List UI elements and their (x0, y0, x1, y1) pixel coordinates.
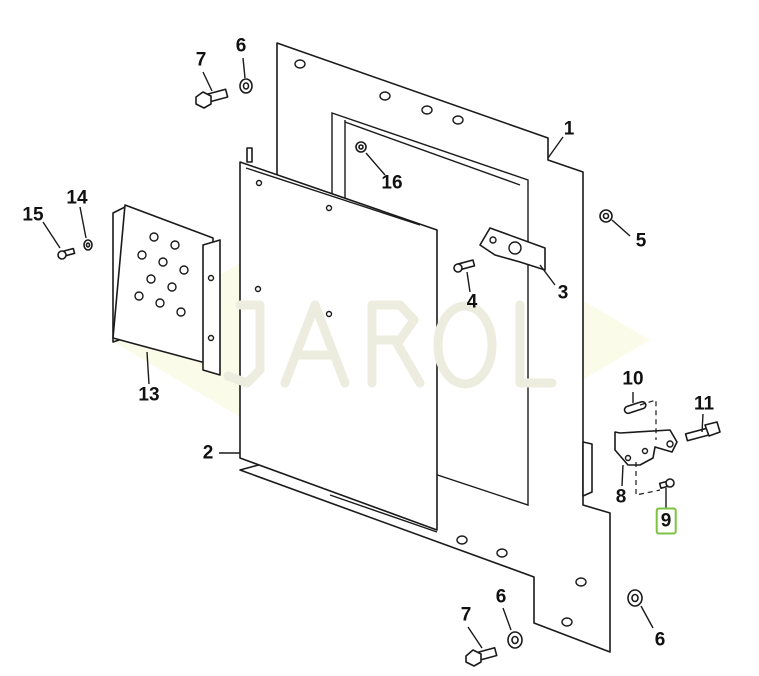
washer-part-6-top[interactable] (239, 78, 253, 94)
hinge-bracket-part-8[interactable] (614, 429, 678, 466)
side-clip (582, 441, 593, 497)
nut-part-5[interactable] (599, 209, 613, 223)
callout-6[interactable]: 6 (235, 35, 247, 57)
washer-part-6-bottom[interactable] (507, 631, 523, 649)
perforated-cover-part-13[interactable] (112, 204, 221, 376)
callout-3[interactable]: 3 (557, 282, 569, 304)
callout-6-bottom[interactable]: 6 (495, 586, 507, 608)
screw-part-15[interactable] (57, 247, 76, 260)
back-plate-holes (294, 59, 587, 627)
callout-11[interactable]: 11 (693, 393, 715, 415)
callout-1[interactable]: 1 (563, 118, 575, 140)
callout-6-right[interactable]: 6 (654, 629, 666, 651)
hex-bolt-part-7-bottom[interactable] (465, 647, 498, 667)
bracket-part-3[interactable] (479, 227, 546, 271)
callout-4[interactable]: 4 (466, 291, 478, 313)
callout-15[interactable]: 15 (22, 204, 44, 226)
washer-part-6-right[interactable] (627, 589, 643, 607)
callout-13[interactable]: 13 (138, 384, 160, 406)
washer-part-14[interactable] (83, 239, 93, 251)
screw-part-4[interactable] (453, 259, 476, 273)
watermark-logo (223, 300, 557, 389)
callout-7-bottom[interactable]: 7 (460, 604, 472, 626)
callout-5[interactable]: 5 (635, 230, 647, 252)
callout-8[interactable]: 8 (615, 486, 627, 508)
nut-part-16[interactable] (355, 141, 367, 153)
callout-7[interactable]: 7 (195, 49, 207, 71)
front-plate-part-2[interactable] (239, 147, 438, 533)
hex-bolt-part-7-top[interactable] (195, 88, 229, 109)
callout-10[interactable]: 10 (622, 368, 644, 390)
leader-lines (42, 57, 704, 649)
callout-9-selected[interactable]: 9 (655, 507, 677, 535)
callout-2[interactable]: 2 (202, 442, 214, 464)
shoulder-bolt-part-11[interactable] (684, 421, 721, 442)
callout-14[interactable]: 14 (66, 187, 88, 209)
callout-16[interactable]: 16 (381, 172, 403, 194)
pin-part-10[interactable] (623, 400, 647, 415)
screw-part-9[interactable] (658, 478, 675, 489)
